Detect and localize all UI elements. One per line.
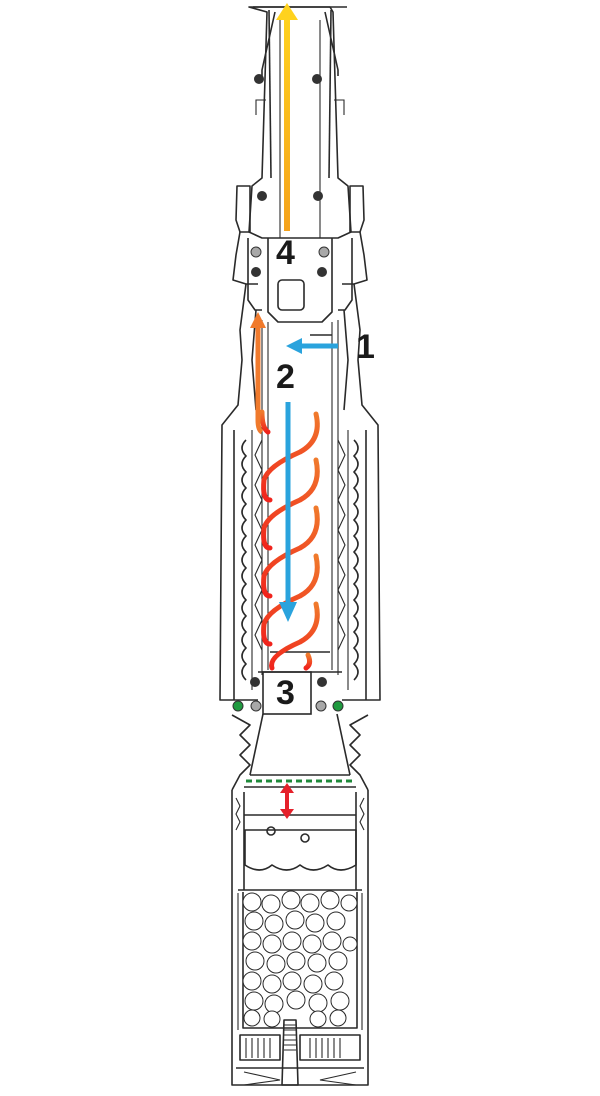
outlet-arrow bbox=[276, 3, 298, 231]
label-3: 3 bbox=[276, 674, 295, 712]
heating-coil bbox=[259, 409, 320, 671]
lower-neck bbox=[231, 713, 369, 1086]
label-1: 1 bbox=[356, 328, 375, 366]
adjust-arrow bbox=[280, 783, 294, 819]
label-2: 2 bbox=[276, 358, 295, 396]
mouthpiece bbox=[248, 6, 352, 239]
downflow-arrow bbox=[279, 402, 297, 622]
upflow-arrow bbox=[250, 312, 266, 435]
label-4: 4 bbox=[276, 234, 295, 272]
bead-chamber bbox=[236, 889, 364, 1086]
chamber-housing bbox=[219, 283, 381, 715]
collar bbox=[232, 185, 368, 323]
inlet-arrow bbox=[286, 338, 338, 354]
